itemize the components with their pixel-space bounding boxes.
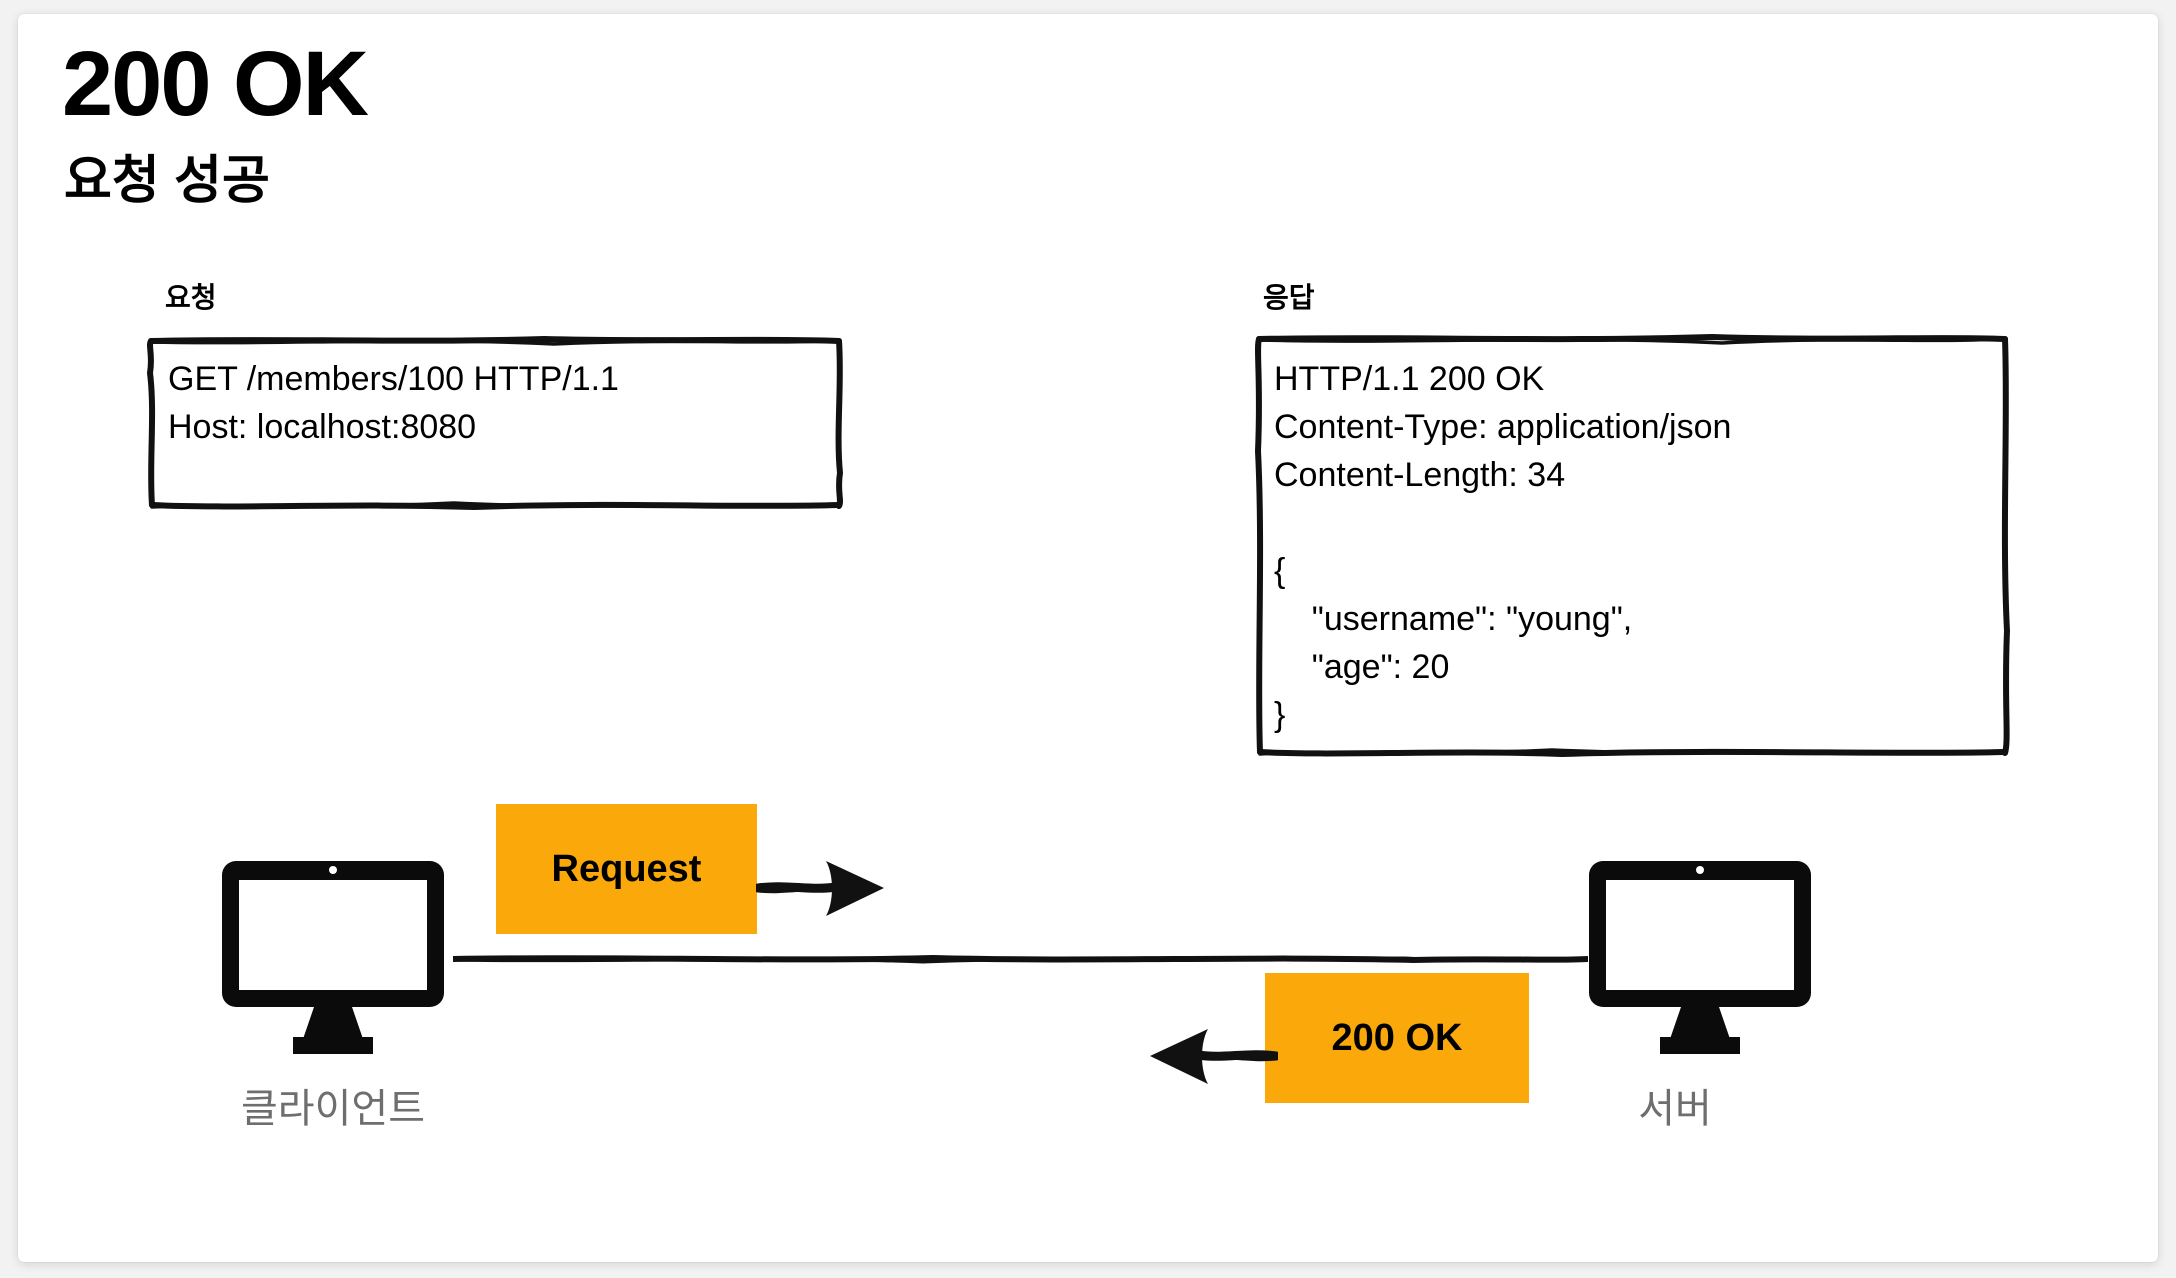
arrow-left-icon bbox=[1150, 1029, 1278, 1084]
request-caption: 요청 bbox=[165, 282, 217, 313]
request-message-text: GET /members/100 HTTP/1.1 Host: localhos… bbox=[168, 360, 619, 446]
client-monitor-icon bbox=[222, 861, 444, 1054]
client-server-connection-line bbox=[453, 954, 1588, 964]
response-message-text: HTTP/1.1 200 OK Content-Type: applicatio… bbox=[1274, 360, 1732, 734]
page-subtitle: 요청 성공 bbox=[64, 152, 270, 210]
request-message-box: GET /members/100 HTTP/1.1 Host: localhos… bbox=[146, 335, 844, 511]
server-monitor-icon bbox=[1589, 861, 1811, 1054]
request-badge: Request bbox=[496, 804, 757, 934]
server-label: 서버 bbox=[1638, 1087, 1712, 1131]
response-caption: 응답 bbox=[1263, 282, 1315, 313]
client-label: 클라이언트 bbox=[241, 1087, 425, 1131]
slide-canvas: 200 OK 요청 성공 요청 GET /members/100 HTTP/1.… bbox=[18, 14, 2158, 1262]
arrow-right-icon bbox=[756, 861, 884, 916]
page-title: 200 OK bbox=[62, 33, 369, 135]
response-badge: 200 OK bbox=[1265, 973, 1529, 1103]
response-message-box: HTTP/1.1 200 OK Content-Type: applicatio… bbox=[1254, 333, 2011, 758]
